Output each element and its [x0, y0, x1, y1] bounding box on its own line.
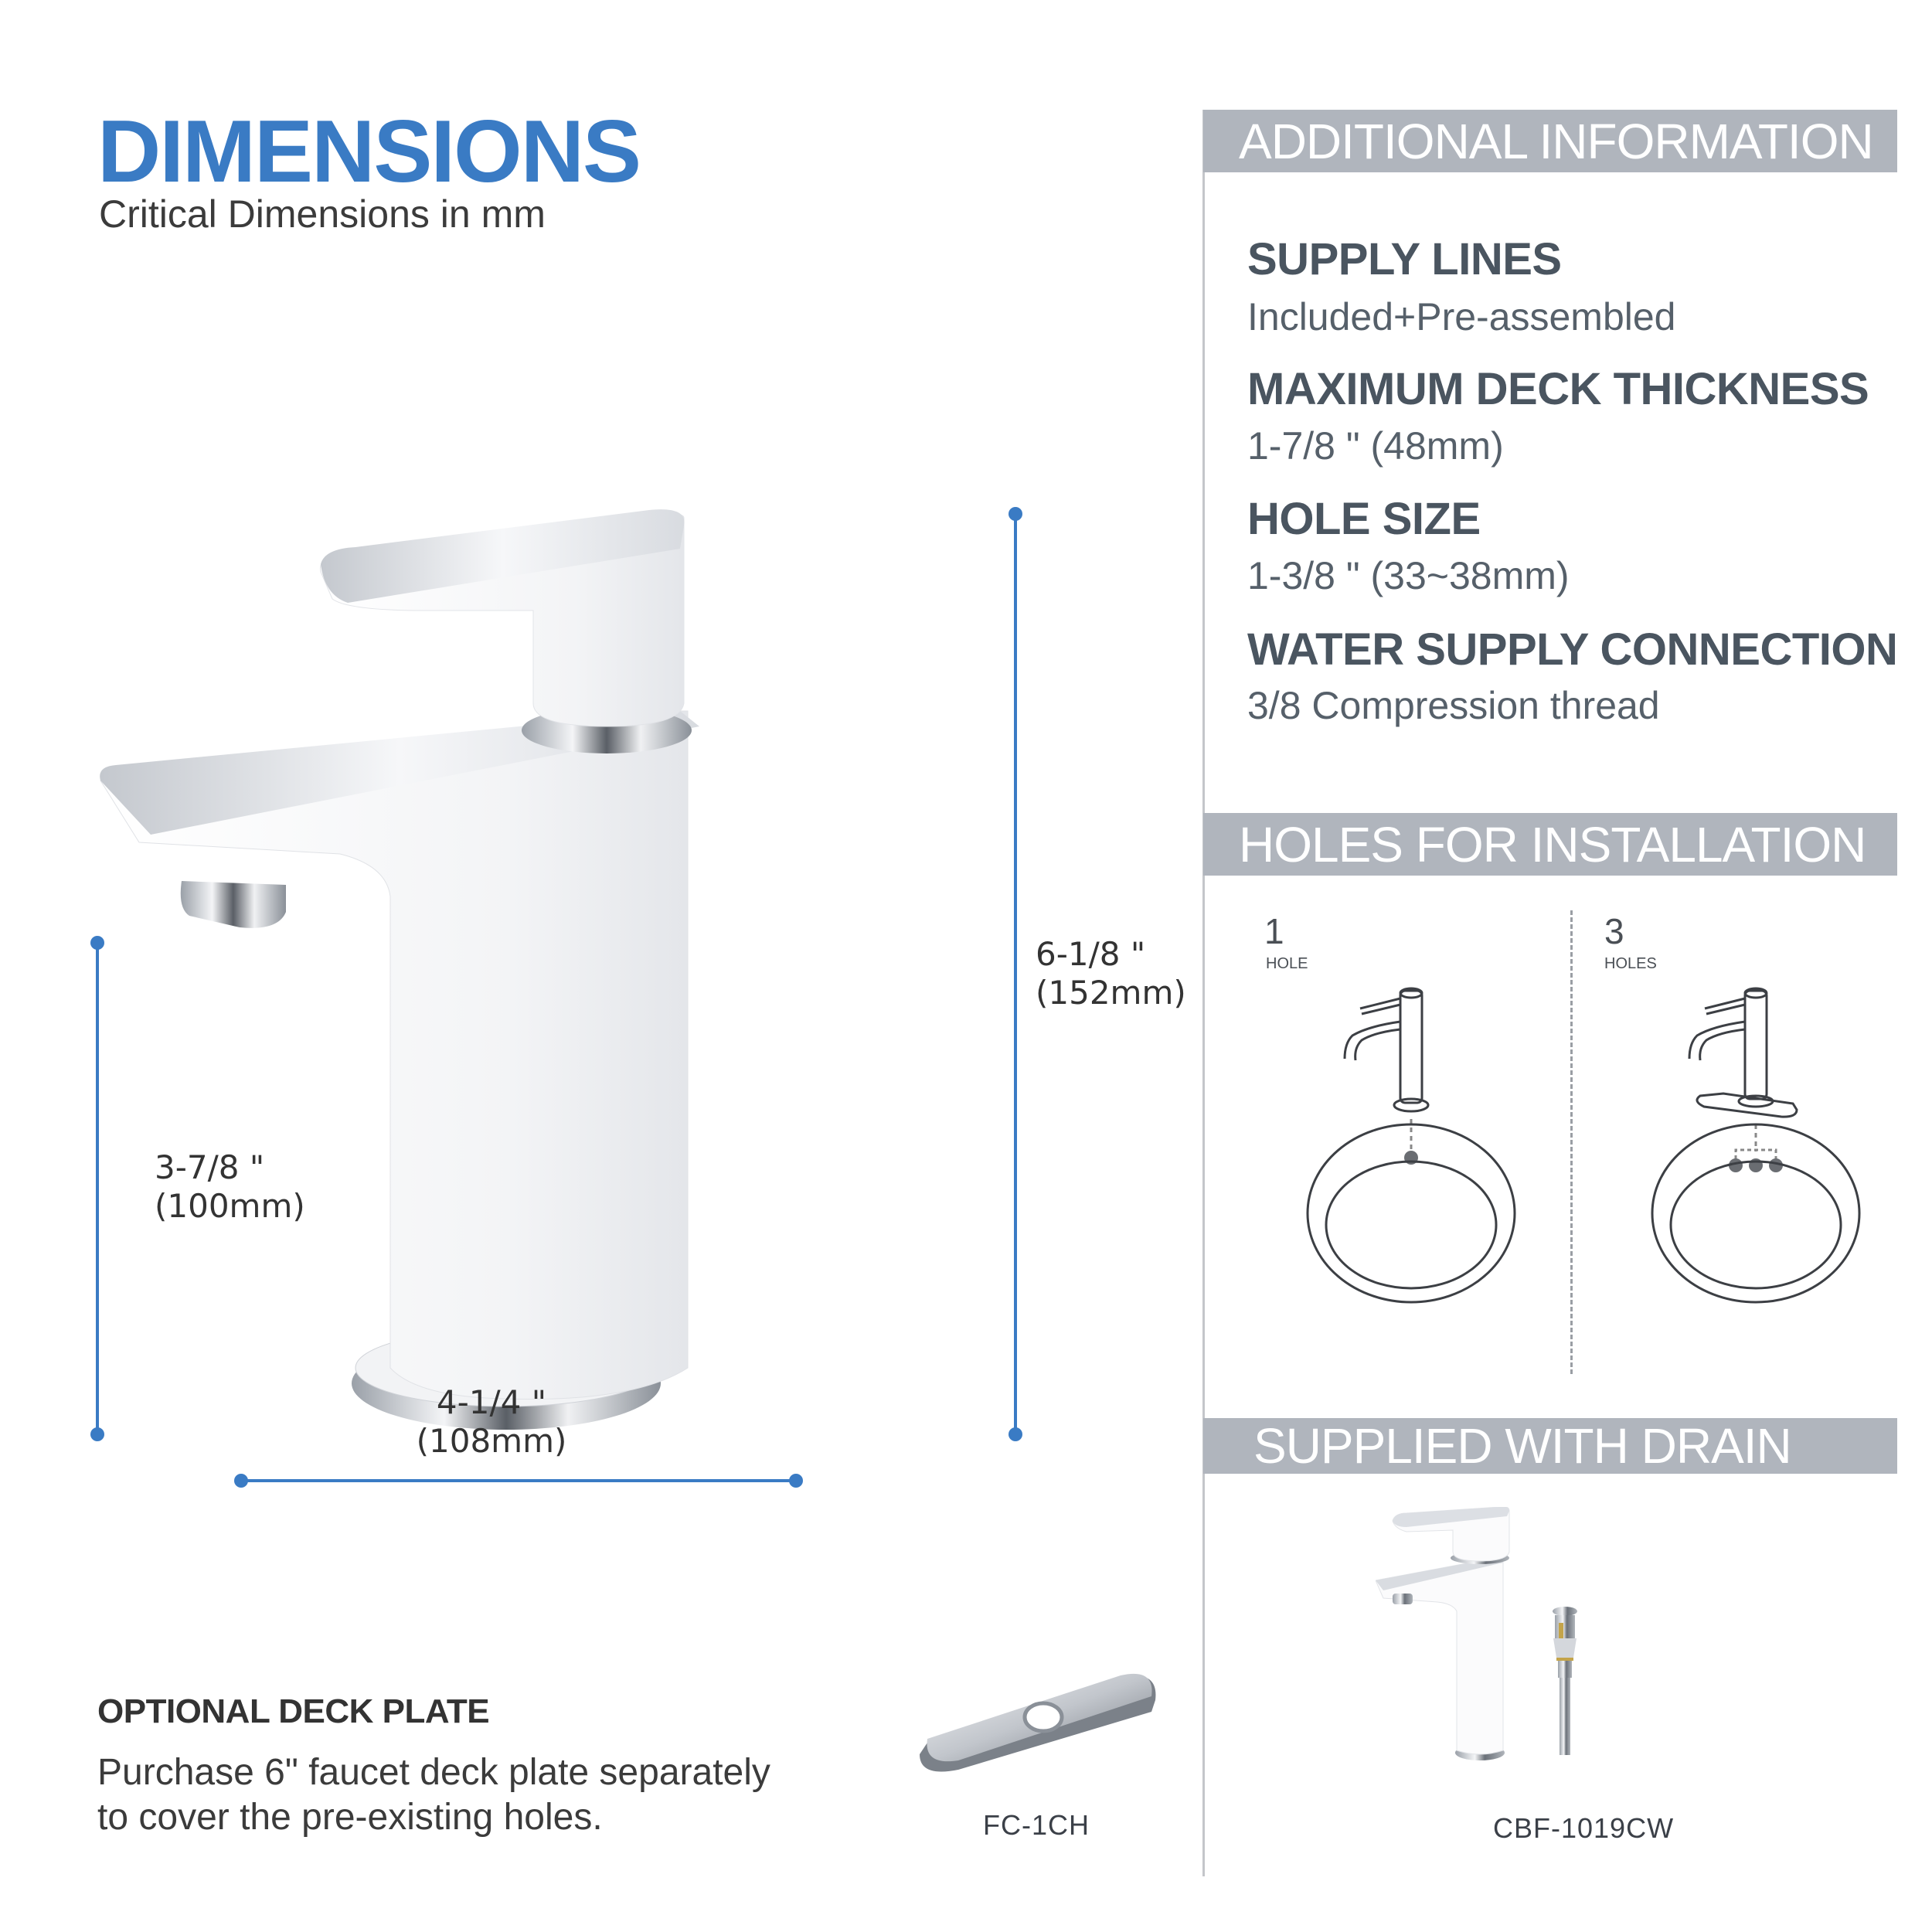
three-holes-diagram-icon	[1651, 987, 1861, 1304]
dim-imperial: 3-7/8 "	[155, 1148, 265, 1186]
dim-endpoint	[90, 1427, 104, 1441]
info-value-water-supply: 3/8 Compression thread	[1247, 684, 1660, 727]
info-label-supply-lines: SUPPLY LINES	[1247, 234, 1562, 284]
drain-header: SUPPLIED WITH DRAIN	[1203, 1418, 1897, 1474]
dim-endpoint	[90, 936, 104, 950]
info-label-deck-thickness: MAXIMUM DECK THICKNESS	[1247, 364, 1869, 414]
deck-plate-heading: OPTIONAL DECK PLATE	[97, 1692, 490, 1730]
dim-endpoint	[1009, 507, 1022, 521]
drain-model: CBF-1019CW	[1493, 1812, 1675, 1844]
additional-info-header: ADDITIONAL INFORMATION	[1203, 110, 1897, 172]
dim-line	[1014, 514, 1017, 1434]
page-title: DIMENSIONS	[97, 103, 641, 201]
deck-plate-model: FC-1CH	[983, 1809, 1090, 1841]
dim-line	[241, 1479, 796, 1482]
info-label-water-supply: WATER SUPPLY CONNECTION	[1247, 624, 1898, 675]
deck-plate-image	[920, 1673, 1156, 1772]
holes-header: HOLES FOR INSTALLATION	[1203, 813, 1897, 876]
info-value-hole-size: 1-3/8 " (33~38mm)	[1247, 554, 1570, 597]
holes-option-1-count: 1	[1264, 911, 1284, 951]
dim-endpoint	[789, 1474, 803, 1488]
dim-endpoint	[1009, 1427, 1022, 1441]
holes-option-3-label: HOLES	[1604, 955, 1657, 972]
dim-metric: (100mm)	[155, 1187, 305, 1225]
info-label-hole-size: HOLE SIZE	[1247, 494, 1481, 544]
dim-imperial: 6-1/8 "	[1036, 935, 1146, 973]
holes-option-1-label: HOLE	[1266, 955, 1308, 972]
dim-metric: (152mm)	[1036, 974, 1186, 1012]
dim-imperial: 4-1/4 "	[436, 1383, 547, 1421]
dim-endpoint	[234, 1474, 248, 1488]
info-value-deck-thickness: 1-7/8 " (48mm)	[1247, 424, 1504, 468]
deck-plate-text-line1: Purchase 6" faucet deck plate separately	[97, 1752, 770, 1793]
one-hole-diagram-icon	[1306, 987, 1516, 1304]
faucet-image	[100, 509, 699, 1430]
faucet-with-drain-image	[1376, 1507, 1577, 1760]
info-value-supply-lines: Included+Pre-assembled	[1247, 295, 1676, 338]
dim-metric: (108mm)	[416, 1422, 567, 1460]
deck-plate-text-line2: to cover the pre-existing holes.	[97, 1797, 603, 1838]
holes-option-3-count: 3	[1604, 911, 1624, 951]
dim-line	[96, 943, 99, 1434]
holes-separator	[1570, 910, 1573, 1374]
page-subtitle: Critical Dimensions in mm	[99, 192, 546, 236]
column-divider	[1202, 110, 1205, 1876]
